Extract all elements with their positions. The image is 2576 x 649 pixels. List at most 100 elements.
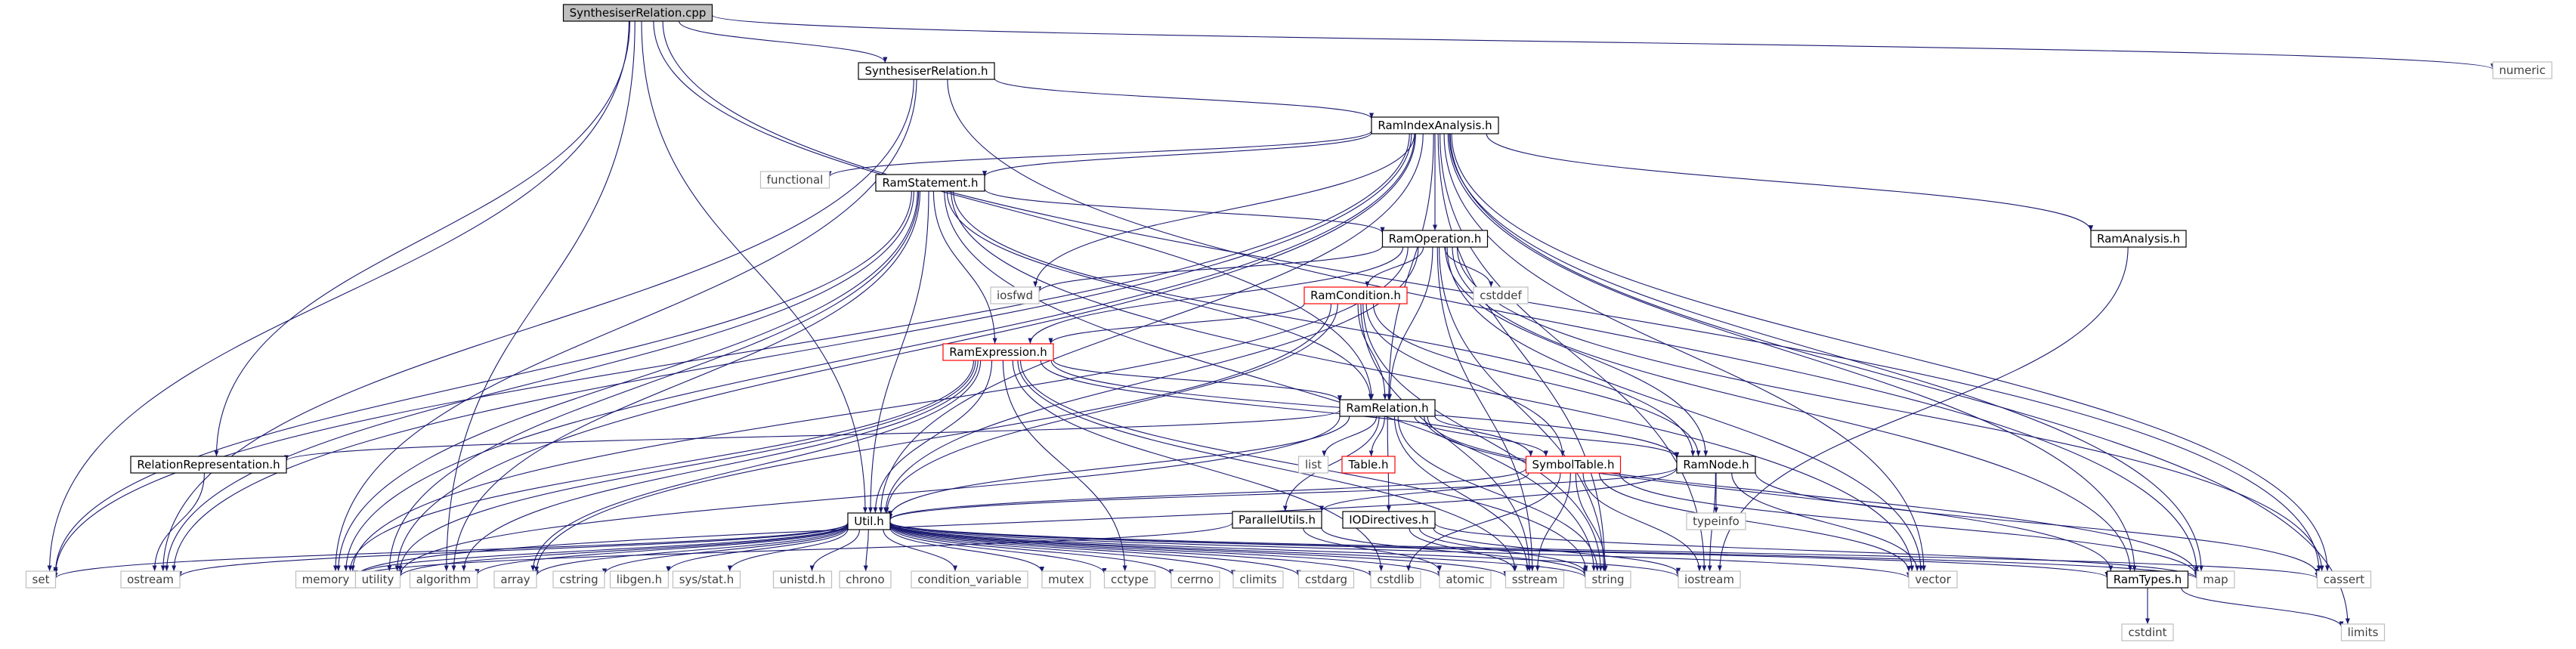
edge-layer (47, 14, 2495, 628)
node-box (1381, 230, 1489, 248)
edge-utilh-to-ostream (178, 522, 849, 578)
node-label: cstdlib (1377, 573, 1414, 586)
edge-symboltable-to-utilh (888, 468, 1527, 521)
node-parallelutils[interactable]: ParallelUtils.h (1232, 511, 1322, 529)
node-cassert: cassert (2316, 570, 2372, 589)
edge-symboltable-to-cstdlib (1406, 472, 1561, 572)
node-relrep[interactable]: RelationRepresentation.h (130, 456, 287, 474)
node-ramexpression[interactable]: RamExpression.h (942, 343, 1054, 361)
node-label: RamAnalysis.h (2097, 232, 2180, 246)
node-cerrno: cerrno (1170, 570, 1220, 589)
edge-utilh-to-cerrno (889, 524, 1174, 576)
node-box (1342, 511, 1436, 529)
edge-ramoperation-to-ramnode (1445, 246, 1709, 457)
node-box (875, 174, 985, 192)
edge-ramoperation-to-cstddef (1444, 246, 1494, 288)
node-vector: vector (1908, 570, 1958, 589)
node-ostream: ostream (120, 570, 181, 589)
node-ramindex[interactable]: RamIndexAnalysis.h (1371, 116, 1499, 134)
node-ramoperation[interactable]: RamOperation.h (1381, 230, 1489, 248)
edge-ramstatement-to-memory (336, 190, 918, 572)
edge-utilh-to-condvar (883, 529, 958, 572)
edge-ramexpression-to-sstream (1017, 360, 1518, 572)
node-symboltable[interactable]: SymbolTable.h (1525, 456, 1622, 474)
node-ramanalysis[interactable]: RamAnalysis.h (2090, 230, 2187, 248)
edge-ramindex-to-cassert (1451, 133, 2330, 572)
node-ramrelation[interactable]: RamRelation.h (1339, 399, 1436, 417)
edge-iodirectives-to-map (1434, 522, 2199, 579)
edge-ramexpression-to-ramrelation (1053, 360, 1342, 402)
edge-ramrelation-to-sstream (1393, 416, 1530, 572)
node-box (772, 570, 833, 589)
edge-ramcondition-to-array (533, 303, 1332, 573)
node-synthh[interactable]: SynthesiserRelation.h (858, 62, 995, 80)
node-synthcpp[interactable]: SynthesiserRelation.cpp (562, 4, 713, 22)
node-box (1676, 456, 1756, 474)
node-label: cstdarg (1305, 573, 1347, 586)
node-utilh[interactable]: Util.h (847, 512, 891, 530)
node-ramnode[interactable]: RamNode.h (1676, 456, 1756, 474)
edge-ramnode-to-cassert (1755, 471, 2320, 575)
node-sstream: sstream (1504, 570, 1565, 589)
node-label: utility (362, 573, 394, 586)
node-box (1041, 570, 1091, 589)
node-label: Table.h (1347, 458, 1388, 471)
edge-ramrelation-to-ramnode (1434, 416, 1679, 459)
node-numeric: numeric (2492, 61, 2553, 79)
edge-ramrelation-to-map (1427, 416, 2200, 576)
edge-utilh-to-ramtypes (889, 521, 2110, 579)
edge-ramindex-to-vector (1443, 133, 1927, 572)
edge-ramrelation-to-list (1322, 416, 1378, 457)
node-label: cctype (1111, 573, 1149, 586)
node-label: iosfwd (997, 289, 1033, 302)
node-label: list (1305, 458, 1322, 471)
edge-ramrelation-to-utility (397, 416, 1341, 576)
edge-ramoperation-to-sstream (1436, 246, 1535, 572)
node-box (1908, 570, 1958, 589)
edge-ramanalysis-to-iostream (1717, 246, 2129, 572)
edge-synthcpp-to-relrep (214, 20, 631, 457)
node-ramcondition[interactable]: RamCondition.h (1303, 286, 1408, 304)
node-label: numeric (2499, 63, 2545, 77)
edge-ramindex-to-set (53, 133, 1410, 575)
edge-ramcondition-to-ramrelation (1357, 303, 1387, 400)
edge-ramindex-to-functional (827, 130, 1372, 178)
node-label: climits (1239, 573, 1276, 586)
node-string: string (1585, 570, 1631, 589)
node-box (552, 570, 605, 589)
edge-ramexpression-to-array (530, 360, 982, 572)
node-tableh[interactable]: Table.h (1341, 456, 1396, 474)
node-box (25, 570, 57, 589)
edge-utilh-to-memory (353, 523, 849, 576)
node-ramstatement[interactable]: RamStatement.h (875, 174, 985, 192)
edge-utilh-to-cctype (889, 526, 1107, 574)
node-box (2492, 61, 2553, 79)
node-box (1678, 570, 1741, 589)
edge-synthh-to-memory (332, 79, 917, 572)
node-box (847, 512, 891, 530)
node-ramtypes[interactable]: RamTypes.h (2106, 570, 2189, 589)
edge-ramoperation-to-vector (1446, 246, 1923, 572)
node-iodirectives[interactable]: IODirectives.h (1342, 511, 1436, 529)
edge-ramindex-to-ramstatement (982, 132, 1372, 178)
edge-synthcpp-to-synthh (679, 20, 888, 63)
edge-ramstatement-to-algorithm (451, 190, 921, 572)
node-sysstat: sys/stat.h (672, 570, 741, 589)
edge-ramstatement-to-ostream (164, 190, 914, 572)
edge-ramexpression-to-utility (397, 360, 976, 572)
edge-utilh-to-sstream (889, 523, 1508, 578)
node-box (839, 570, 892, 589)
edge-utilh-to-cstring (601, 525, 849, 575)
node-unistd: unistd.h (772, 570, 833, 589)
edge-utilh-to-atomic (889, 523, 1442, 577)
node-label: array (500, 573, 530, 586)
node-label: algorithm (416, 573, 471, 586)
node-box (1170, 570, 1220, 589)
node-mutex: mutex (1041, 570, 1091, 589)
edge-ramindex-to-utility (394, 133, 1416, 572)
node-box (2196, 570, 2235, 589)
node-box (1339, 399, 1436, 417)
node-box (1525, 456, 1622, 474)
node-label: memory (302, 573, 350, 586)
